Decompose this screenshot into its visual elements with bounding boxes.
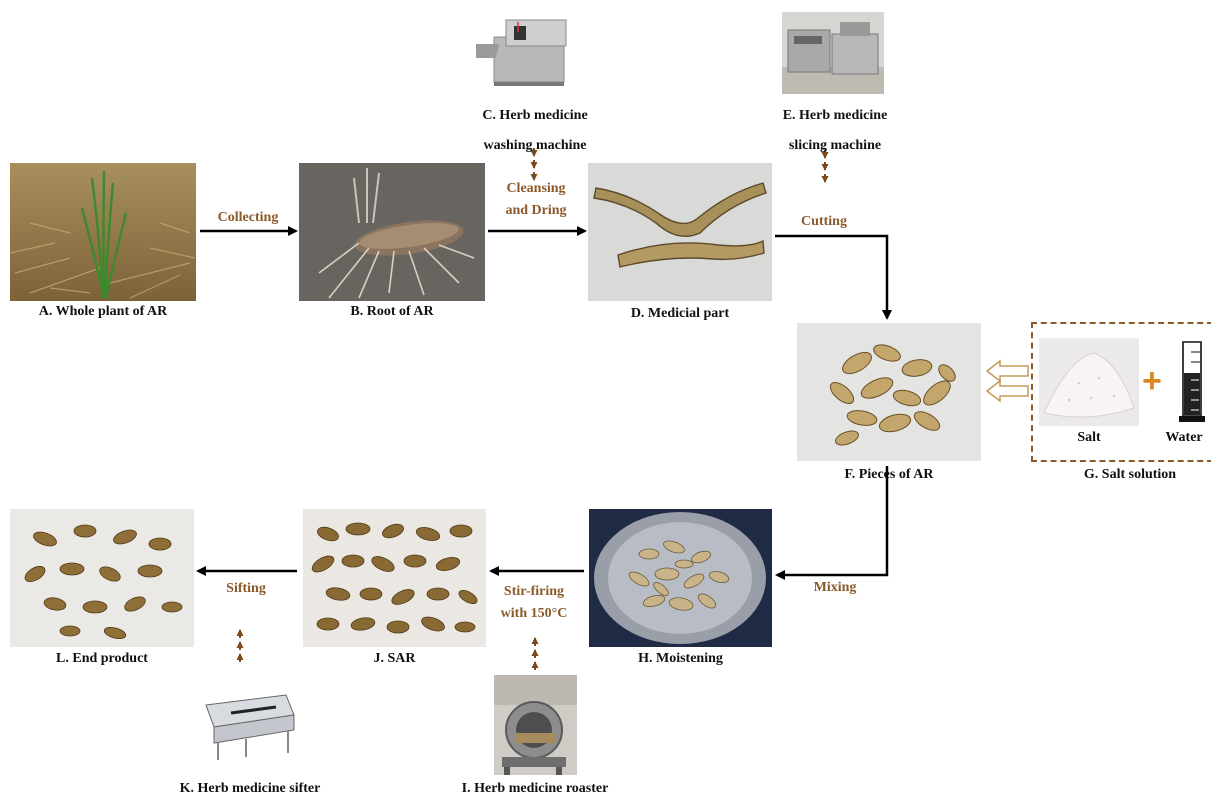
caption-g: G. Salt solution	[1060, 467, 1200, 483]
step-cutting: Cutting	[784, 211, 864, 233]
caption-f: F. Pieces of AR	[797, 467, 981, 483]
step-mixing: Mixing	[795, 577, 875, 599]
step-collecting: Collecting	[200, 207, 296, 229]
arrow-cutting	[775, 236, 887, 318]
caption-water: Water	[1156, 430, 1211, 446]
caption-b: B. Root of AR	[299, 304, 485, 320]
caption-salt: Salt	[1039, 430, 1139, 446]
step-sifting: Sifting	[206, 578, 286, 600]
caption-h: H. Moistening	[589, 651, 772, 667]
salt-solution-arrows	[987, 361, 1028, 401]
caption-a: A. Whole plant of AR	[0, 304, 206, 320]
caption-j: J. SAR	[303, 651, 486, 667]
caption-d: D. Medicial part	[588, 306, 772, 322]
caption-l: L. End product	[10, 651, 194, 667]
